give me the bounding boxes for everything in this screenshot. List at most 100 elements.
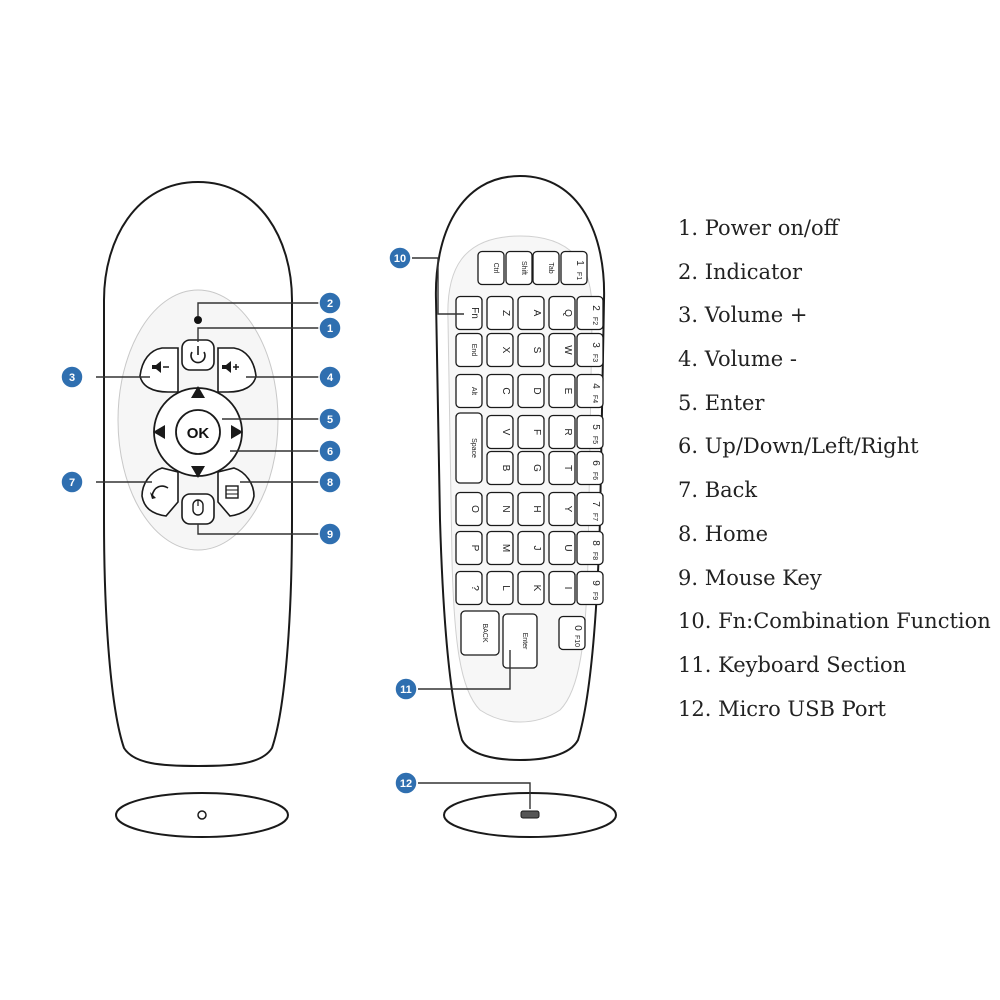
key-v[interactable]: V [486, 414, 514, 450]
key-1[interactable]: 1F1 [560, 250, 588, 286]
key-enter[interactable]: Enter [502, 613, 538, 669]
key-u[interactable]: U [548, 530, 576, 566]
key-label: Y [562, 506, 573, 513]
key-sublabel: F9 [591, 592, 598, 600]
arrow-down-icon[interactable] [191, 466, 205, 478]
arrow-up-icon[interactable] [191, 386, 205, 398]
key-l[interactable]: L [486, 570, 514, 606]
key-r[interactable]: R [548, 414, 576, 450]
key-p[interactable]: P [455, 530, 483, 566]
key-e[interactable]: E [548, 373, 576, 409]
key-i[interactable]: I [548, 570, 576, 606]
key-label: P [469, 545, 480, 552]
key-label: F [531, 429, 542, 435]
key-w[interactable]: W [548, 332, 576, 368]
callout-number: 7 [69, 477, 75, 489]
key-back[interactable]: BACK [460, 610, 500, 656]
key-label: Z [500, 310, 511, 316]
key-6[interactable]: 6F6 [576, 450, 604, 486]
key-label: D [531, 387, 542, 394]
key-label: 4 [590, 383, 601, 389]
key-label: Shift [520, 261, 527, 275]
callout-badge-2: 2 [318, 291, 342, 315]
callout-number: 2 [327, 298, 333, 310]
key-h[interactable]: H [517, 491, 545, 527]
legend-item-11: 11. Keyboard Section [678, 652, 907, 677]
key-t[interactable]: T [548, 450, 576, 486]
legend-item-1: 1. Power on/off [678, 216, 839, 240]
volume-down-button[interactable] [139, 347, 179, 393]
key-3[interactable]: 3F3 [576, 332, 604, 368]
key-2[interactable]: 2F2 [576, 295, 604, 331]
key-q[interactable]: Q [548, 295, 576, 331]
callout-number: 6 [327, 446, 333, 458]
key-y[interactable]: Y [548, 491, 576, 527]
ok-button[interactable]: OK [175, 409, 221, 455]
callout-badge-9: 9 [318, 522, 342, 546]
key-label: T [562, 465, 573, 471]
key-label: 8 [590, 540, 601, 546]
callout-badge-10: 10 [388, 246, 412, 270]
key-a[interactable]: A [517, 295, 545, 331]
key-label: X [500, 347, 511, 354]
key-5[interactable]: 5F5 [576, 414, 604, 450]
callout-badge-4: 4 [318, 365, 342, 389]
mouse-key-button[interactable] [181, 493, 215, 525]
power-button[interactable] [181, 339, 215, 371]
key-alt[interactable]: Alt [455, 373, 483, 409]
key-4[interactable]: 4F4 [576, 373, 604, 409]
key-n[interactable]: N [486, 491, 514, 527]
key-label: Enter [521, 633, 528, 650]
key-label: 0 [572, 625, 583, 631]
key-tab[interactable]: Tab [532, 250, 560, 286]
key-d[interactable]: D [517, 373, 545, 409]
volume-up-button[interactable] [217, 347, 257, 393]
indicator-dot [194, 316, 202, 324]
key-end[interactable]: End [455, 332, 483, 368]
key-s[interactable]: S [517, 332, 545, 368]
key-f[interactable]: F [517, 414, 545, 450]
key-j[interactable]: J [517, 530, 545, 566]
arrow-right-icon[interactable] [231, 425, 243, 439]
key-9[interactable]: 9F9 [576, 570, 604, 606]
key-c[interactable]: C [486, 373, 514, 409]
arrow-left-icon[interactable] [153, 425, 165, 439]
key-label: O [469, 505, 480, 513]
key-g[interactable]: G [517, 450, 545, 486]
bottom-port-hole [197, 810, 207, 820]
key-k[interactable]: K [517, 570, 545, 606]
back-button[interactable] [141, 467, 179, 517]
key-label: Ctrl [492, 263, 499, 274]
callout-badge-6: 6 [318, 439, 342, 463]
key-sublabel: F6 [591, 472, 598, 480]
key-z[interactable]: Z [486, 295, 514, 331]
key-fn[interactable]: Fn [455, 295, 483, 331]
front-remote: OK [103, 180, 293, 768]
key-b[interactable]: B [486, 450, 514, 486]
key-7[interactable]: 7F7 [576, 491, 604, 527]
key-sublabel: F5 [591, 436, 598, 444]
key-label: 5 [590, 424, 601, 430]
key-space[interactable]: Space [455, 412, 483, 484]
legend-item-6: 6. Up/Down/Left/Right [678, 434, 919, 459]
callout-badge-7: 7 [60, 470, 84, 494]
callout-number: 8 [327, 477, 333, 489]
key-shift[interactable]: Shift [505, 250, 533, 286]
key-label: Q [562, 309, 573, 317]
callout-badge-1: 1 [318, 316, 342, 340]
home-button[interactable] [217, 467, 255, 517]
legend-item-5: 5. Enter [678, 390, 765, 415]
key-o[interactable]: O [455, 491, 483, 527]
key-label: 9 [590, 580, 601, 586]
key-x[interactable]: X [486, 332, 514, 368]
key-ctrl[interactable]: Ctrl [477, 250, 505, 286]
key-label: 1 [574, 260, 585, 266]
key-question[interactable]: ? [455, 570, 483, 606]
key-sublabel: F2 [591, 317, 598, 325]
micro-usb-port [520, 810, 540, 819]
key-m[interactable]: M [486, 530, 514, 566]
key-8[interactable]: 8F8 [576, 530, 604, 566]
